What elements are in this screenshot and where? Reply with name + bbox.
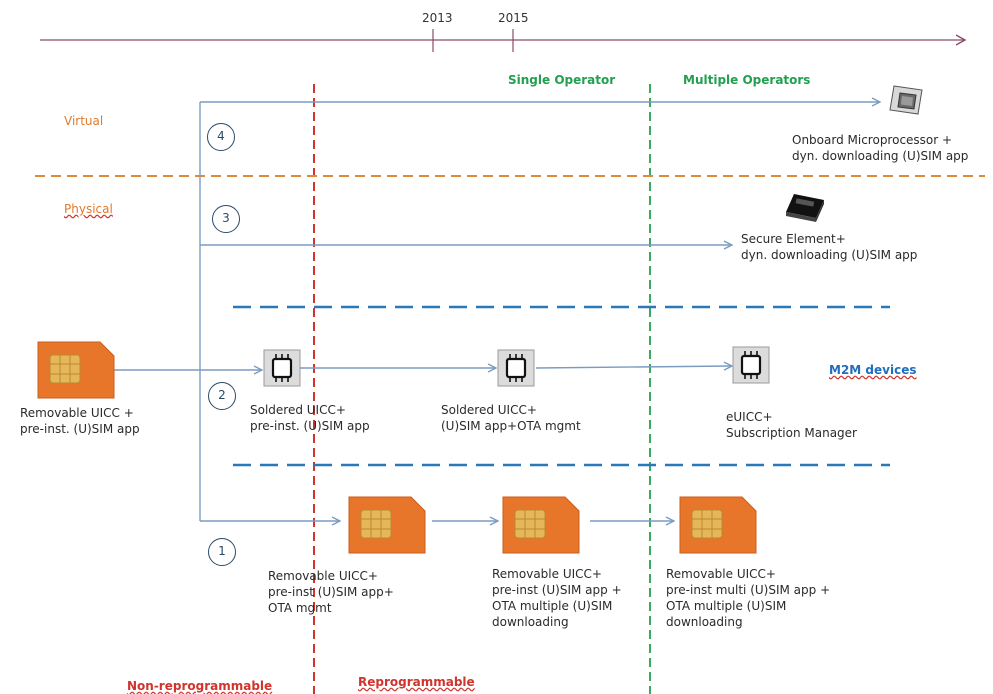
label-line: pre-inst (U)SIM app + bbox=[492, 583, 622, 597]
zone-virtual: Virtual bbox=[64, 114, 104, 128]
label-line: Removable UICC+ bbox=[666, 567, 776, 581]
label-removable-2: Removable UICC+ pre-inst (U)SIM app + OT… bbox=[492, 566, 622, 630]
label-secure-element: Secure Element+ dyn. downloading (U)SIM … bbox=[741, 231, 917, 263]
label-line: Soldered UICC+ bbox=[250, 403, 346, 417]
zone-non-reprogrammable: Non-reprogrammable bbox=[127, 679, 273, 693]
zone-multiple-operators: Multiple Operators bbox=[683, 73, 811, 87]
secure-element-icon bbox=[786, 194, 824, 222]
label-line: pre-inst. (U)SIM app bbox=[20, 422, 140, 436]
label-removable-3: Removable UICC+ pre-inst multi (U)SIM ap… bbox=[666, 566, 830, 630]
step-badge-4: 4 bbox=[207, 123, 235, 151]
year-2013: 2013 bbox=[422, 11, 453, 25]
sim-card-icon bbox=[37, 341, 115, 399]
label-line: pre-inst (U)SIM app+ bbox=[268, 585, 394, 599]
year-2015: 2015 bbox=[498, 11, 529, 25]
zone-physical: Physical bbox=[64, 202, 113, 216]
label-euicc: eUICC+ Subscription Manager bbox=[726, 409, 857, 441]
sim-card-icon bbox=[348, 496, 426, 554]
sim-card-icon bbox=[679, 496, 757, 554]
step-badge-2: 2 bbox=[208, 382, 236, 410]
label-soldered-1: Soldered UICC+ pre-inst. (U)SIM app bbox=[250, 402, 370, 434]
label-line: Removable UICC+ bbox=[492, 567, 602, 581]
step-badge-3: 3 bbox=[212, 205, 240, 233]
zone-single-operator: Single Operator bbox=[508, 73, 616, 87]
label-onboard-micro: Onboard Microprocessor + dyn. downloadin… bbox=[792, 132, 968, 164]
label-line: pre-inst. (U)SIM app bbox=[250, 419, 370, 433]
label-line: Secure Element+ bbox=[741, 232, 846, 246]
label-line: eUICC+ bbox=[726, 410, 773, 424]
label-line: (U)SIM app+OTA mgmt bbox=[441, 419, 581, 433]
label-line: Subscription Manager bbox=[726, 426, 857, 440]
label-removable-start: Removable UICC + pre-inst. (U)SIM app bbox=[20, 405, 140, 437]
label-line: OTA mgmt bbox=[268, 601, 332, 615]
label-line: Removable UICC + bbox=[20, 406, 134, 420]
label-line: Onboard Microprocessor + bbox=[792, 133, 953, 147]
flow-soldered-2 bbox=[535, 366, 732, 368]
chip-icon bbox=[262, 348, 302, 388]
label-removable-1: Removable UICC+ pre-inst (U)SIM app+ OTA… bbox=[268, 568, 394, 616]
zone-reprogrammable: Reprogrammable bbox=[358, 675, 475, 689]
label-line: OTA multiple (U)SIM bbox=[666, 599, 787, 613]
step-badge-1: 1 bbox=[208, 538, 236, 566]
sim-card-icon bbox=[502, 496, 580, 554]
label-line: dyn. downloading (U)SIM app bbox=[741, 248, 918, 262]
processor-icon bbox=[889, 85, 923, 115]
label-line: OTA multiple (U)SIM bbox=[492, 599, 613, 613]
label-line: downloading bbox=[492, 615, 569, 629]
label-line: Removable UICC+ bbox=[268, 569, 378, 583]
zone-m2m-devices: M2M devices bbox=[829, 363, 917, 377]
chip-icon bbox=[496, 348, 536, 388]
label-line: Soldered UICC+ bbox=[441, 403, 537, 417]
label-line: downloading bbox=[666, 615, 743, 629]
label-soldered-2: Soldered UICC+ (U)SIM app+OTA mgmt bbox=[441, 402, 581, 434]
chip-icon bbox=[731, 345, 771, 385]
label-line: dyn. downloading (U)SIM app bbox=[792, 149, 969, 163]
label-line: pre-inst multi (U)SIM app + bbox=[666, 583, 831, 597]
